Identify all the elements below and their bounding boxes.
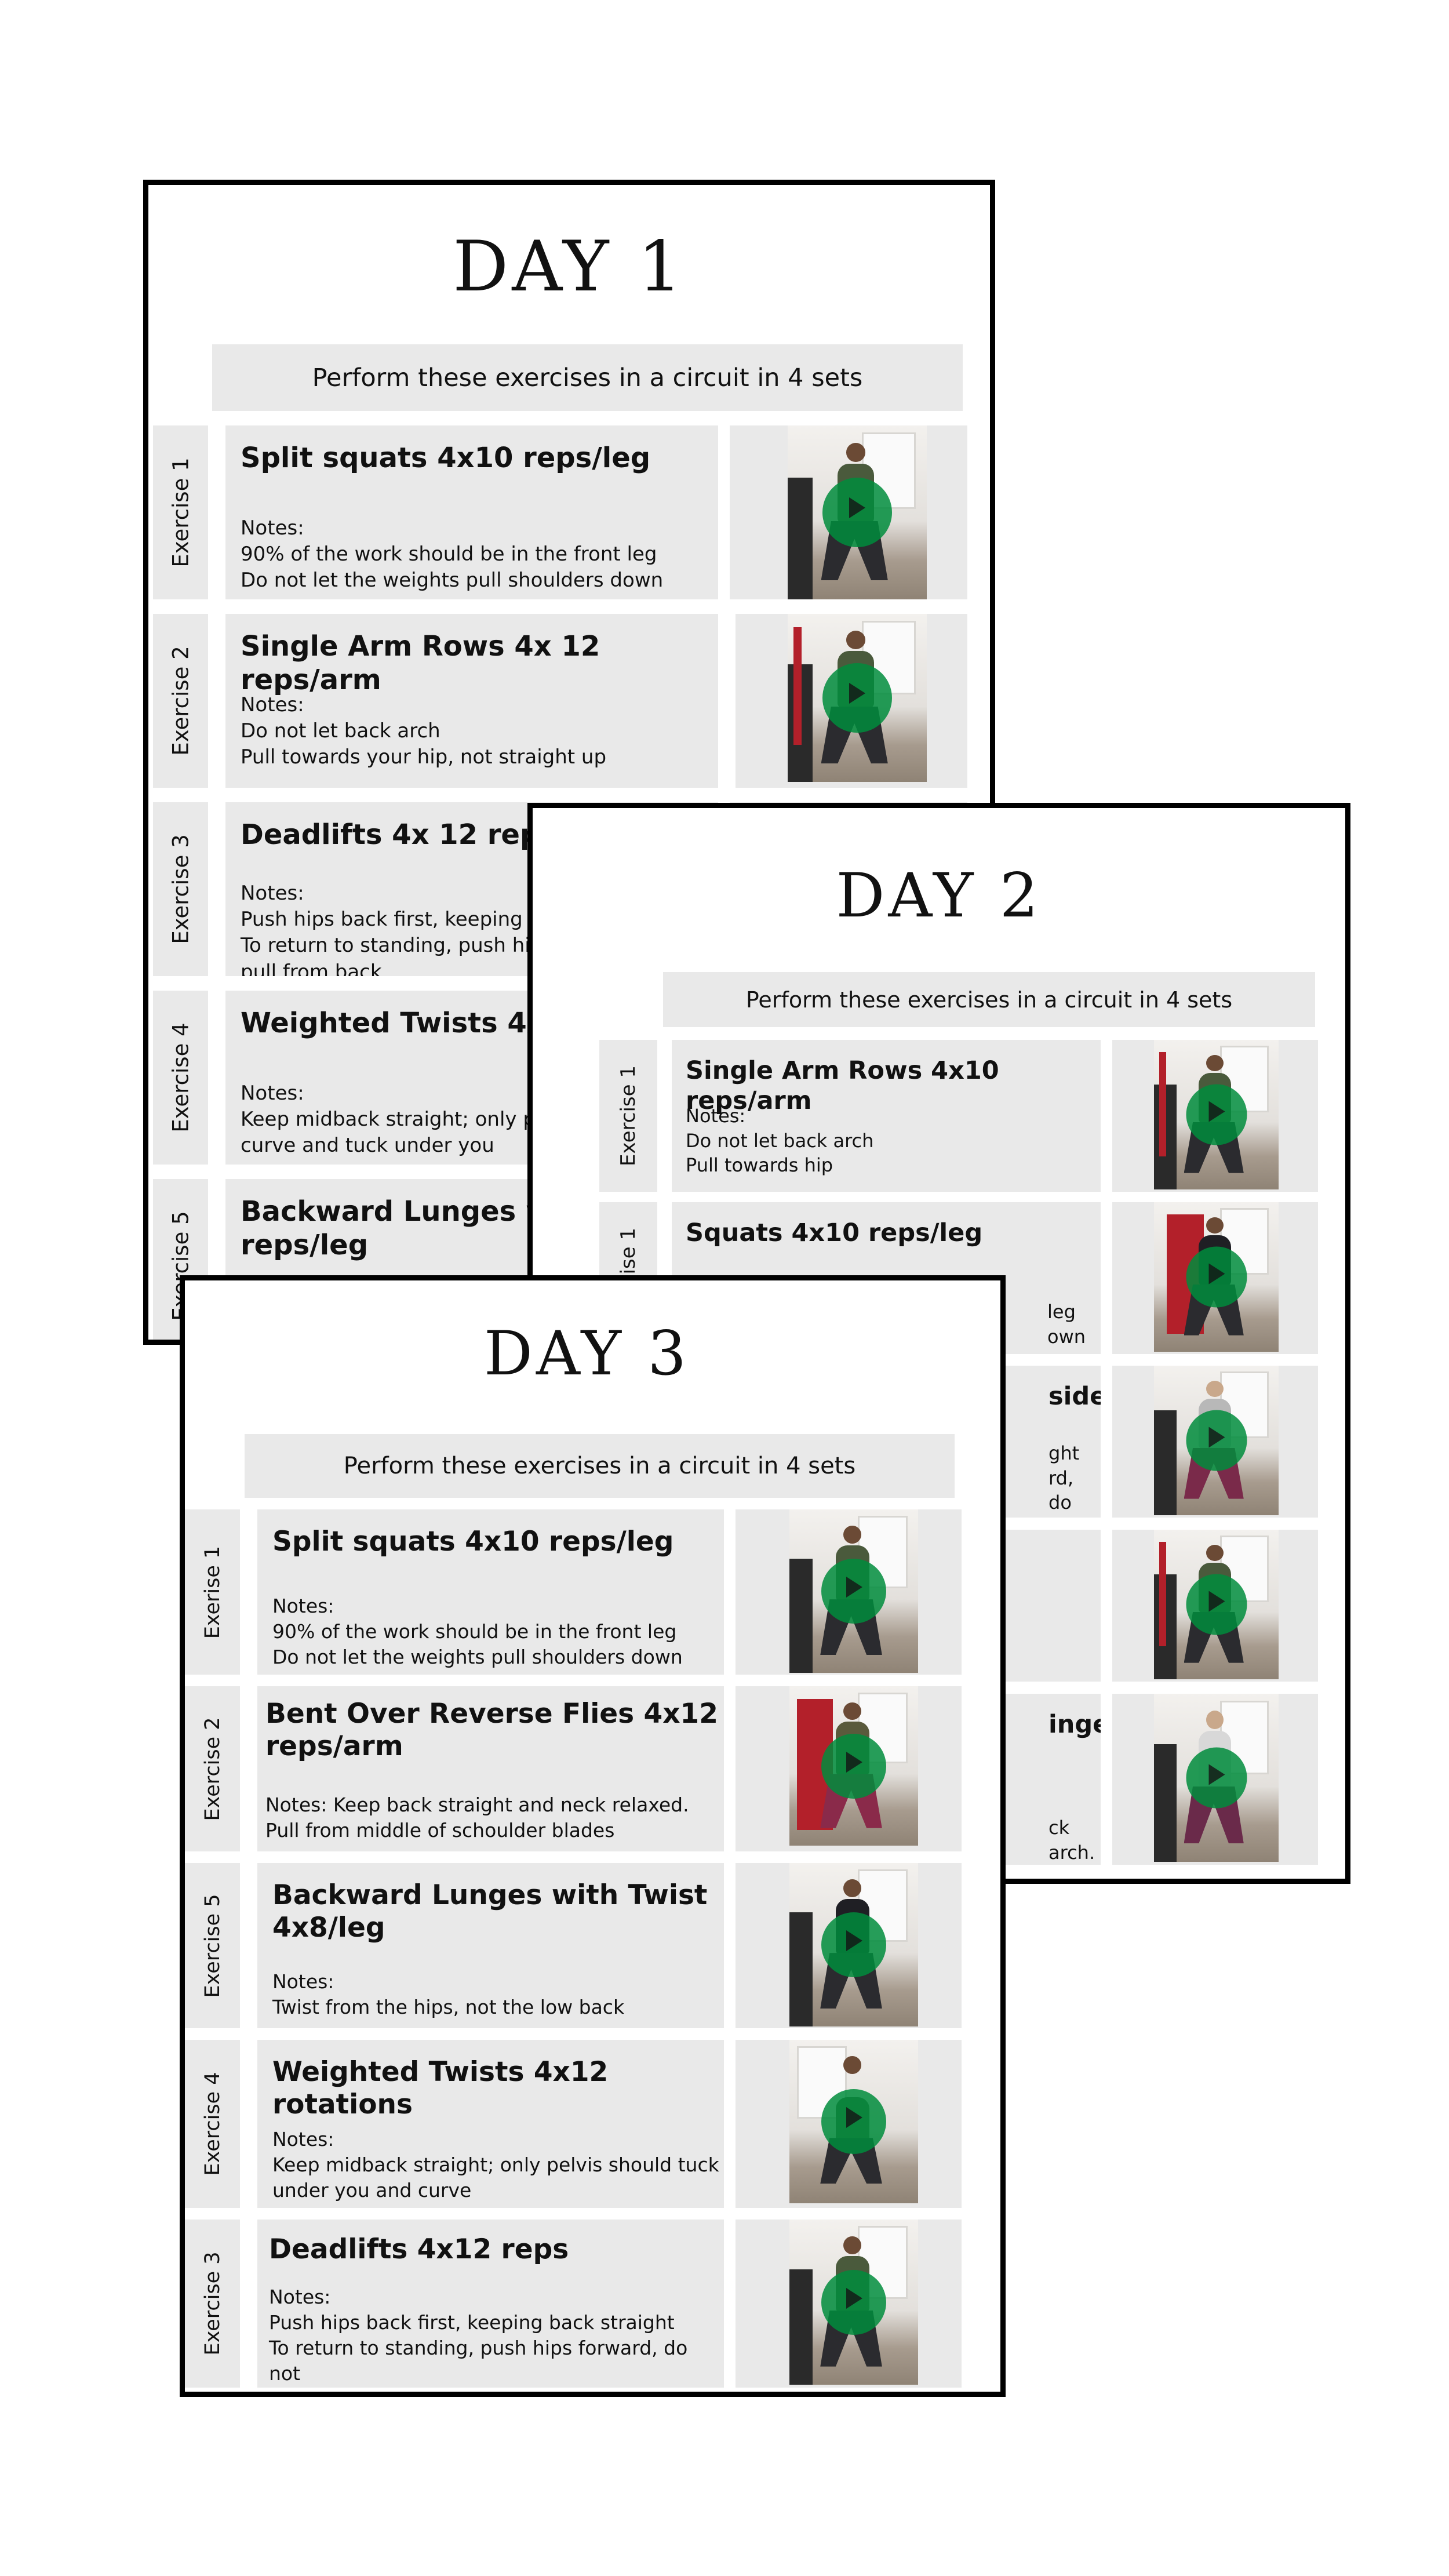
exercise-notes: Notes: Twist from the hips, not the low … — [272, 1970, 625, 2018]
exercise-tab: Exercise 3 — [153, 802, 208, 976]
exercise-notes: ck arch. — [1048, 1817, 1095, 1864]
exercise-card: Split squats 4x10 reps/leg Notes: 90% of… — [225, 425, 718, 599]
exercise-video-thumbnail[interactable] — [789, 1863, 918, 2026]
exercise-notes: ght rd, do not — [1048, 1442, 1080, 1518]
exercise-tab: Exercise 1 — [153, 425, 208, 599]
exercise-name: Deadlifts 4x 12 reps — [241, 818, 556, 851]
circuit-banner: Perform these exercises in a circuit in … — [663, 972, 1315, 1027]
exercise-name: Single Arm Rows 4x10 reps/arm — [686, 1056, 999, 1115]
exercise-video-thumbnail[interactable] — [1154, 1366, 1279, 1515]
play-button-icon[interactable] — [821, 1559, 886, 1624]
exercise-name: Weighted Twists 4x12 rotations — [272, 2056, 609, 2121]
play-button-icon[interactable] — [822, 478, 892, 547]
exercise-notes: Notes: Push hips back first, keeping bac… — [269, 2286, 688, 2388]
exercise-tab: Exercise 1 — [599, 1040, 657, 1192]
exercise-tab: Exercise 3 — [185, 2220, 240, 2388]
exercise-name: Bent Over Reverse Flies 4x12 reps/arm — [265, 1698, 718, 1763]
play-button-icon[interactable] — [1186, 1410, 1247, 1471]
play-button-icon[interactable] — [1186, 1084, 1247, 1145]
play-button-icon[interactable] — [1186, 1574, 1247, 1635]
exercise-notes: Notes: Push hips back first, keeping b T… — [241, 882, 543, 976]
exercise-tab: Exercise 2 — [153, 614, 208, 788]
exercise-video-thumbnail[interactable] — [789, 1686, 918, 1846]
exercise-notes: Notes: Do not let back arch Pull towards… — [241, 693, 607, 769]
exercise-notes: Notes: Keep back straight and neck relax… — [265, 1793, 689, 1842]
exercise-notes: Notes: Do not let back arch Pull towards… — [686, 1105, 874, 1177]
circuit-banner-text: Perform these exercises in a circuit in … — [745, 987, 1233, 1013]
circuit-banner: Perform these exercises in a circuit in … — [245, 1434, 955, 1498]
exercise-notes: Notes: Keep midback straight; only pe cu… — [241, 1082, 548, 1158]
exercise-name: Backward Lunges with Twist 4x8/leg — [272, 1879, 708, 1944]
exercise-tab: Exercise 2 — [185, 1686, 240, 1851]
exercise-video-thumbnail[interactable] — [1154, 1040, 1279, 1189]
exercise-card: Backward Lunges with Twist 4x8/leg Notes… — [257, 1863, 724, 2028]
exercise-video-thumbnail[interactable] — [788, 614, 927, 782]
exercise-notes: Notes: Keep midback straight; only pelvi… — [272, 2128, 719, 2202]
exercise-card: Single Arm Rows 4x 12 reps/arm Notes: Do… — [225, 614, 718, 788]
exercise-notes: Notes: 90% of the work should be in the … — [272, 1595, 683, 1668]
exercise-tab: Exercise 4 — [153, 991, 208, 1165]
exercise-name: Single Arm Rows 4x 12 reps/arm — [241, 630, 600, 696]
exercise-notes: leg own — [1047, 1301, 1086, 1348]
exercise-tab: Exerise 1 — [185, 1509, 240, 1675]
circuit-banner-text: Perform these exercises in a circuit in … — [312, 363, 863, 392]
exercise-video-thumbnail[interactable] — [789, 2220, 918, 2385]
day-title: DAY 1 — [453, 227, 686, 307]
exercise-card: Weighted Twists 4x12 rotations Notes: Ke… — [257, 2040, 724, 2208]
exercise-video-thumbnail[interactable] — [1154, 1530, 1279, 1679]
day-title: DAY 3 — [483, 1318, 690, 1389]
exercise-video-thumbnail[interactable] — [789, 2040, 918, 2203]
exercise-card: Bent Over Reverse Flies 4x12 reps/arm No… — [257, 1686, 724, 1851]
play-button-icon[interactable] — [821, 2089, 886, 2154]
play-button-icon[interactable] — [1186, 1747, 1247, 1809]
play-button-icon[interactable] — [1186, 1246, 1247, 1308]
exercise-name: inge — [1048, 1710, 1101, 1739]
exercise-name: Split squats 4x10 reps/leg — [241, 442, 651, 474]
exercise-card: Single Arm Rows 4x10 reps/arm Notes: Do … — [672, 1040, 1101, 1192]
exercise-name: side — [1048, 1382, 1101, 1411]
exercise-tab: Exercise 4 — [185, 2040, 240, 2208]
exercise-tab: Exercise 5 — [185, 1863, 240, 2028]
play-button-icon[interactable] — [821, 1733, 886, 1799]
exercise-name: Deadlifts 4x12 reps — [269, 2233, 569, 2265]
exercise-card: Deadlifts 4x12 reps Notes: Push hips bac… — [257, 2220, 724, 2388]
exercise-notes: Notes: 90% of the work should be in the … — [241, 516, 664, 592]
exercise-video-thumbnail[interactable] — [788, 425, 927, 599]
day-title: DAY 2 — [836, 860, 1042, 931]
exercise-name: Squats 4x10 reps/leg — [686, 1218, 983, 1247]
play-button-icon[interactable] — [822, 663, 892, 733]
exercise-card: Split squats 4x10 reps/leg Notes: 90% of… — [257, 1509, 724, 1675]
play-button-icon[interactable] — [821, 1912, 886, 1977]
exercise-video-thumbnail[interactable] — [1154, 1694, 1279, 1862]
play-button-icon[interactable] — [821, 2269, 886, 2335]
exercise-name: Backward Lunges wit reps/leg — [241, 1195, 574, 1261]
day-3-card: DAY 3 Perform these exercises in a circu… — [180, 1275, 1006, 2397]
exercise-card: Deadlifts 4x 12 reps Notes: Push hips ba… — [225, 802, 718, 976]
circuit-banner: Perform these exercises in a circuit in … — [212, 344, 963, 411]
exercise-name: Split squats 4x10 reps/leg — [272, 1526, 674, 1558]
exercise-video-thumbnail[interactable] — [1154, 1202, 1279, 1352]
circuit-banner-text: Perform these exercises in a circuit in … — [343, 1453, 856, 1479]
exercise-video-thumbnail[interactable] — [789, 1509, 918, 1673]
